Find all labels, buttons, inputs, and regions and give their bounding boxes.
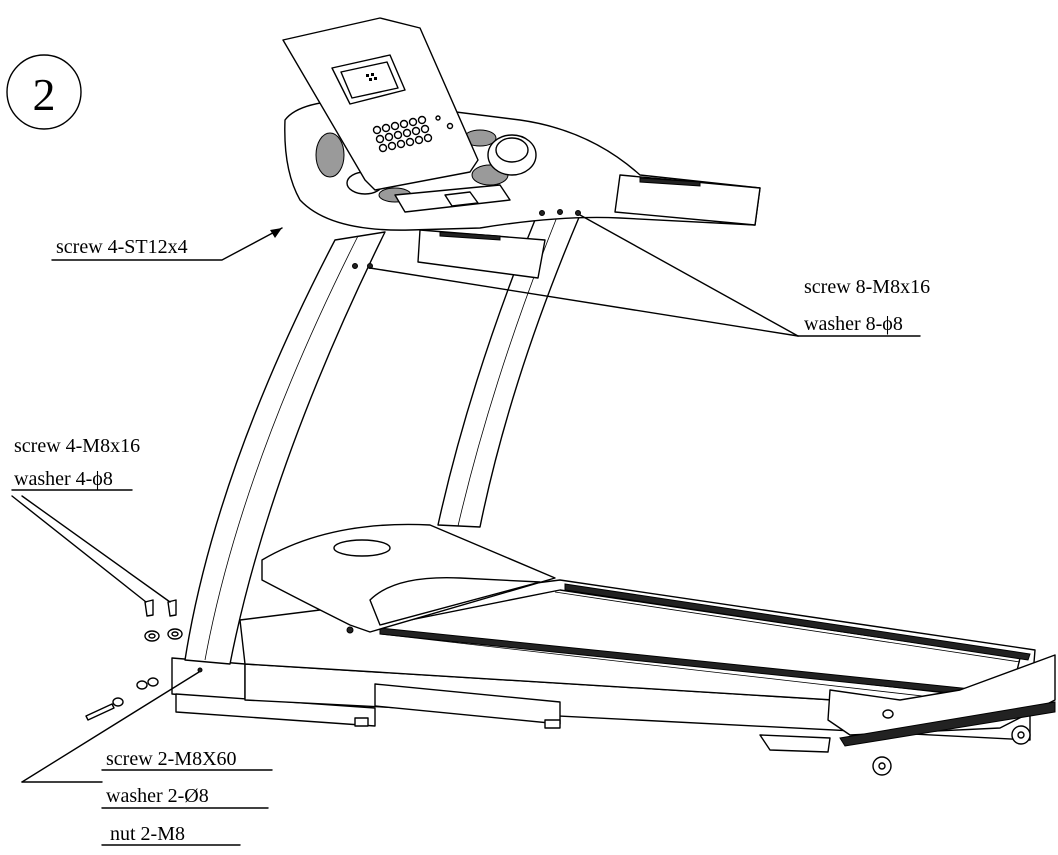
- label-bolt-washer: washer 2-Ø8: [106, 785, 209, 807]
- base-washer-2: [167, 628, 183, 640]
- handlebar-grip-right: [614, 174, 761, 226]
- hood-emblem: [333, 539, 391, 557]
- label-upright-screw: screw 8-M8x16: [804, 276, 930, 298]
- keypad: [372, 115, 454, 153]
- step-circle: [6, 54, 82, 130]
- console-tray: [394, 184, 511, 213]
- display-logo: [366, 73, 377, 81]
- motor-hood-recess: [369, 576, 541, 626]
- bolt-washer: [112, 697, 124, 707]
- leader-lines: [11, 214, 921, 846]
- labels: screw 4-ST12x4 screw 8-M8x16 washer 8-ϕ8…: [14, 236, 930, 845]
- uprights: [184, 214, 581, 665]
- upright-screw-5: [575, 210, 581, 216]
- base-frame-left: [171, 657, 246, 701]
- rail-strip-right: [564, 583, 1031, 661]
- bolt-nut-2: [147, 677, 159, 687]
- rear-wheel-left: [872, 756, 892, 776]
- cup-holder-right: [487, 134, 537, 176]
- leader-bolt: [21, 671, 200, 783]
- motor-hood: [261, 523, 556, 633]
- upright-screw-3: [539, 210, 545, 216]
- bolt-nut-1: [136, 680, 148, 690]
- upright-screw-1: [352, 263, 358, 269]
- rear-bumper: [839, 701, 1056, 747]
- label-bolt-screw: screw 2-M8X60: [106, 748, 237, 770]
- leader-base-2: [21, 495, 171, 603]
- label-bolt-nut: nut 2-M8: [110, 823, 185, 845]
- console: [282, 17, 761, 279]
- base-screw-2: [167, 599, 177, 617]
- leader-upright-1: [369, 267, 799, 337]
- base-screw-1: [144, 599, 154, 617]
- step-number: 2: [33, 69, 56, 120]
- handlebar-grip-left: [417, 229, 546, 279]
- long-bolt: [85, 703, 115, 721]
- step-marker: 2: [6, 54, 82, 130]
- upright-left: [184, 231, 386, 665]
- label-console-screw: screw 4-ST12x4: [56, 236, 188, 258]
- leader-base-1: [11, 495, 147, 603]
- label-base-screw: screw 4-M8x16: [14, 435, 140, 457]
- upright-screw-4: [557, 209, 563, 215]
- label-base-washer: washer 4-ϕ8: [14, 468, 113, 490]
- leader-console-screw: [51, 227, 283, 261]
- display-panel: [282, 17, 479, 191]
- label-upright-washer: washer 8-ϕ8: [804, 313, 903, 335]
- hardware: [85, 209, 581, 721]
- base-washer-1: [144, 630, 160, 642]
- treadmill-deck: [171, 523, 1056, 776]
- leader-upright-2: [579, 214, 799, 337]
- rear-wheel-right: [1011, 725, 1031, 745]
- speaker-left: [315, 132, 345, 178]
